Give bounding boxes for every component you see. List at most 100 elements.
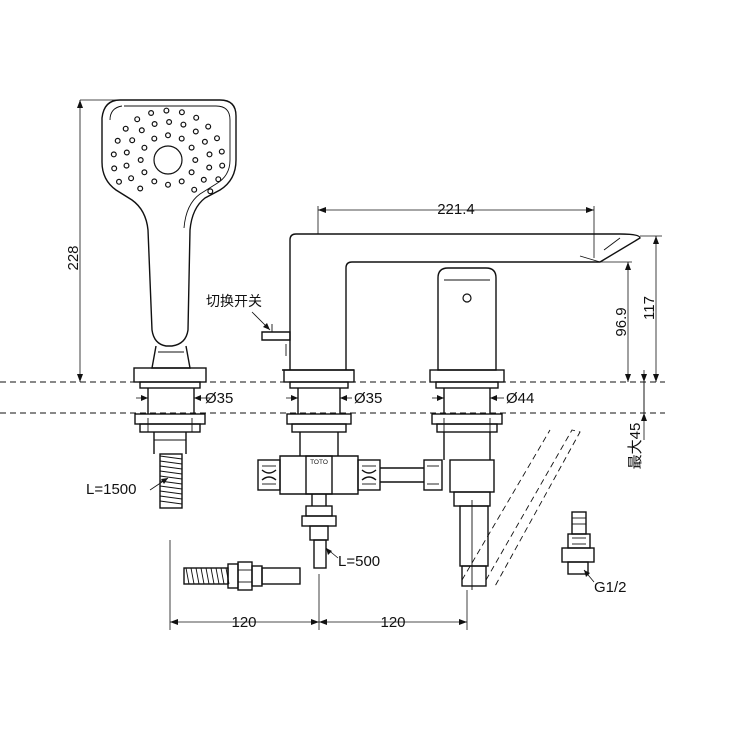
spray-hole (128, 175, 135, 182)
spray-hole (165, 181, 172, 188)
spray-hole (151, 178, 158, 185)
dim-117-label: 117 (641, 296, 658, 320)
spray-hole (178, 178, 185, 185)
spray-hole (129, 137, 136, 144)
dim-dia44-label: Ø44 (506, 390, 534, 407)
spout-base (283, 369, 355, 456)
spray-hole (166, 118, 173, 125)
spray-hole (115, 178, 122, 185)
spray-hole (137, 157, 144, 164)
spray-hole (163, 107, 170, 114)
dim-spout-reach: 221.4 (317, 201, 595, 258)
mixer-valve-body: TOTO (257, 455, 443, 569)
fitting-stripe (185, 567, 190, 585)
spray-hole (122, 125, 129, 132)
spray-hole (123, 162, 130, 169)
dim-dia35-spout-label: Ø35 (354, 390, 382, 407)
dim-l1500-label: L=1500 (86, 481, 136, 498)
spray-hole (215, 176, 222, 183)
spray-hole (206, 164, 213, 171)
dim-hose-length-handshower: L=1500 (86, 477, 169, 498)
fitting-stripe (220, 567, 225, 585)
dim-221-label: 221.4 (437, 201, 475, 218)
dim-969-label: 96.9 (613, 307, 630, 336)
spray-hole (123, 149, 130, 156)
spray-hole (207, 188, 214, 195)
spray-hole (138, 127, 145, 134)
spray-hole (192, 157, 199, 164)
hose-stripe (159, 495, 183, 500)
diverter-callout: 切换开关 (206, 293, 271, 331)
spray-hole (114, 137, 121, 144)
spray-hole (178, 109, 185, 116)
spray-hole (141, 144, 148, 151)
dim-spacing-right-label: 120 (380, 614, 405, 631)
dim-dia35-left-label: Ø35 (205, 390, 233, 407)
spray-hole (201, 138, 208, 145)
dim-base-dia-handle: Ø44 (432, 390, 534, 407)
fitting-stripe (200, 567, 205, 585)
spray-hole (148, 109, 155, 116)
spray-hole (191, 186, 198, 193)
dim-max45-label: 最大45 (627, 423, 644, 470)
hose-stripe (159, 455, 183, 460)
spray-hole (219, 162, 226, 169)
hose-stripe (159, 475, 183, 480)
dim-228-label: 228 (65, 245, 82, 270)
dim-hose-length-supply: L=500 (325, 547, 380, 570)
spray-face-holes (110, 107, 226, 195)
diverter-switch-label: 切换开关 (206, 293, 262, 309)
spray-hole (180, 121, 187, 128)
spray-hole (214, 135, 221, 142)
g12-connector (561, 511, 595, 575)
spray-hole (193, 114, 200, 121)
fitting-stripe (190, 567, 195, 585)
dim-base-dia-spout: Ø35 (286, 390, 382, 407)
spray-hole (200, 176, 207, 183)
spray-hole (218, 148, 225, 155)
hand-shower (101, 99, 237, 369)
mixer-handle (429, 267, 505, 590)
hose-stripe (159, 470, 183, 475)
handshower-base (133, 367, 207, 454)
fitting-stripe (195, 567, 200, 585)
spray-hole (178, 135, 185, 142)
hose-stripe (159, 500, 183, 505)
dim-spout-height: 96.9 (600, 261, 632, 382)
supply-hose-fitting (183, 561, 301, 591)
spray-hole (134, 116, 141, 123)
handle-indicator-dot (462, 293, 472, 303)
spray-hole (165, 132, 172, 139)
spray-hole (188, 169, 195, 176)
dim-handshower-height: 228 (65, 99, 130, 382)
spray-hole (205, 123, 212, 130)
hose-stripe (159, 485, 183, 490)
fitting-stripe (210, 567, 215, 585)
dim-spacing: 120 120 (169, 540, 468, 631)
dim-l500-label: L=500 (338, 553, 380, 570)
spray-hole (151, 135, 158, 142)
fitting-stripe (215, 567, 220, 585)
spray-hole (206, 151, 213, 158)
spray-hole (111, 165, 118, 172)
spray-hole (141, 169, 148, 176)
handle-swing-range (461, 429, 581, 589)
dim-base-dia-handshower: Ø35 (136, 390, 233, 407)
dim-g12-label: G1/2 (594, 579, 627, 596)
thread-callout: G1/2 (583, 569, 627, 596)
dim-overall-height: 117 (640, 235, 662, 382)
spray-hole (137, 185, 144, 192)
spray-hole (151, 120, 158, 127)
hose-stripe (159, 490, 183, 495)
valve-brand-mark: TOTO (310, 459, 328, 466)
fitting-stripe (205, 567, 210, 585)
hose-stripe (159, 460, 183, 465)
spout-body (261, 233, 641, 371)
spray-hole (110, 151, 117, 158)
dim-deck-thickness: 最大45 (627, 370, 647, 469)
dim-spacing-left-label: 120 (231, 614, 256, 631)
spray-center-ring (153, 145, 183, 175)
spray-hole (188, 144, 195, 151)
hose-stripe (159, 465, 183, 470)
